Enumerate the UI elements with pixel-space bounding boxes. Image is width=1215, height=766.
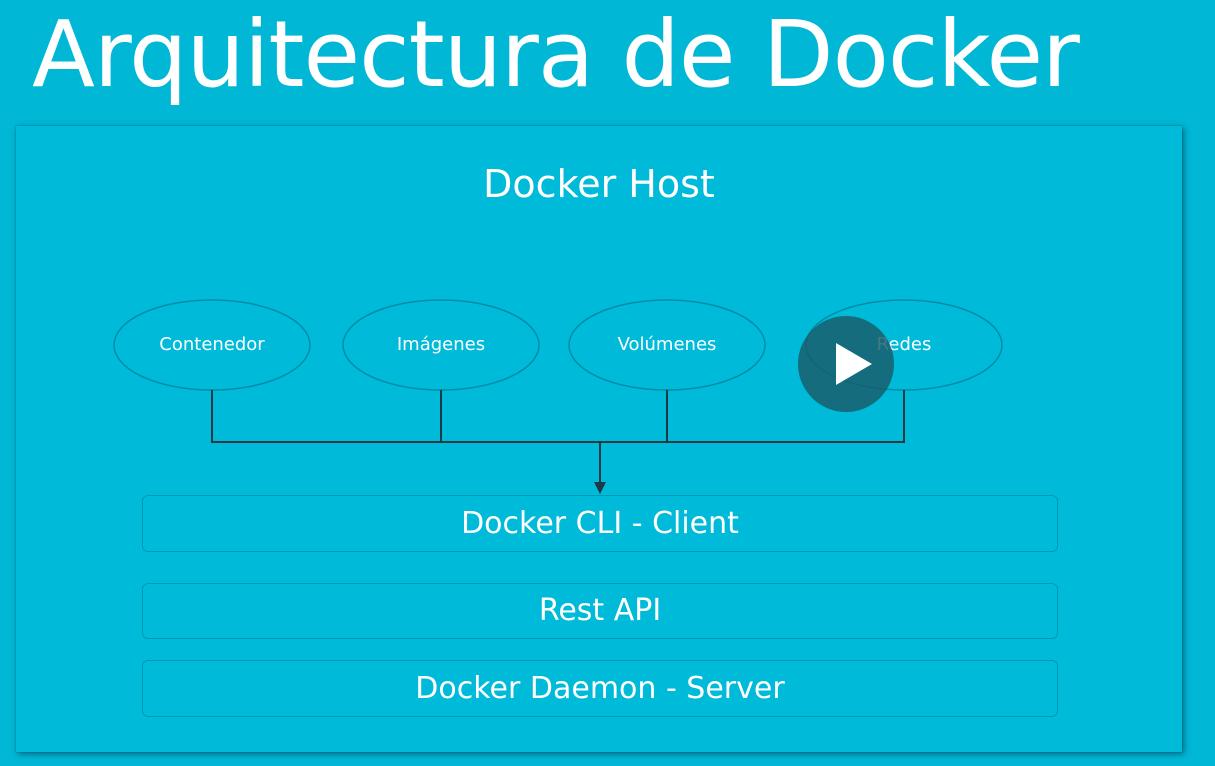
layer-docker-cli-client: Docker CLI - Client: [142, 495, 1058, 552]
layer-docker-daemon-server: Docker Daemon - Server: [142, 660, 1058, 717]
play-button[interactable]: [798, 316, 894, 412]
docker-host-box: Docker Host Contenedor Imágenes Volúmene…: [16, 126, 1182, 752]
component-volumenes: Volúmenes: [617, 334, 717, 355]
component-contenedor: Contenedor: [159, 334, 265, 355]
slide-title: Arquitectura de Docker: [32, 1, 1080, 108]
docker-host-label: Docker Host: [483, 162, 715, 206]
layer-rest-api: Rest API: [142, 583, 1058, 639]
component-connectors: [113, 299, 1003, 494]
arrow-head: [594, 482, 606, 494]
play-icon: [836, 343, 872, 385]
component-imagenes: Imágenes: [396, 334, 486, 355]
